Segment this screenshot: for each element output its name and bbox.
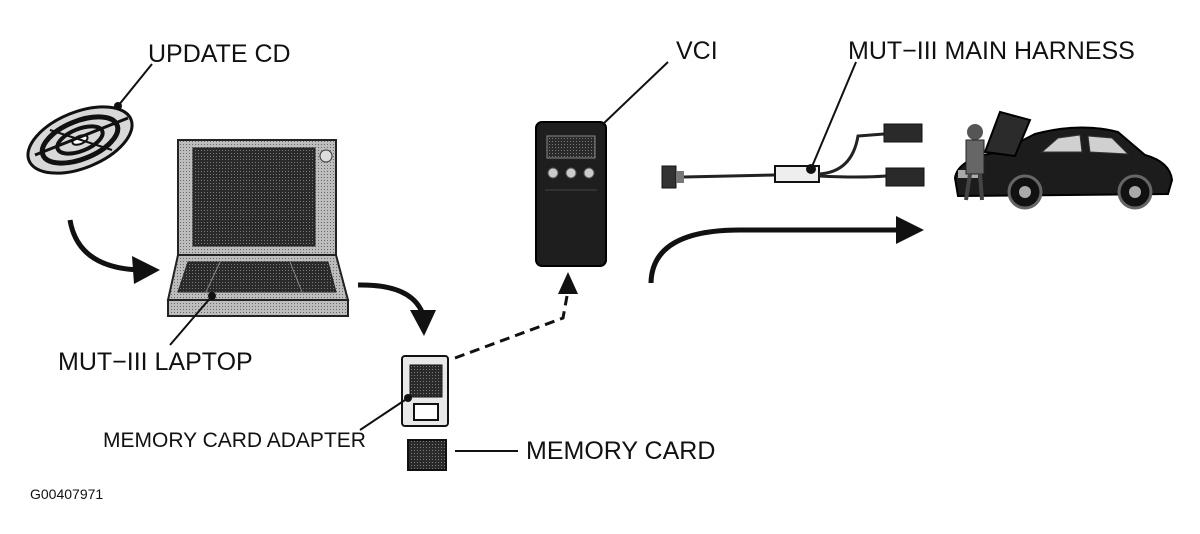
memory-card-icon <box>407 439 447 471</box>
dashed-arrow-adapter-to-vci <box>454 295 569 360</box>
update-cd-leader <box>117 63 153 107</box>
laptop-label: MUT−III LAPTOP <box>58 348 253 376</box>
cd-icon <box>26 102 134 175</box>
update-cd-label: UPDATE CD <box>148 40 291 68</box>
arrow-vci-to-car <box>648 227 905 284</box>
harness-leader <box>810 61 857 170</box>
vci-leader <box>601 61 669 126</box>
memory-card-adapter-icon <box>401 355 449 427</box>
arrowhead-to-car <box>896 216 924 244</box>
adapter-leader <box>359 397 409 431</box>
figure-id: G00407971 <box>30 486 103 502</box>
laptop-leader <box>169 295 213 346</box>
arrow-laptop-to-adapter <box>357 282 425 314</box>
arrowhead-cd-to-laptop <box>132 256 160 284</box>
arrow-cd-to-laptop <box>67 219 141 273</box>
harness-icon <box>661 123 925 189</box>
harness-label: MUT−III MAIN HARNESS <box>848 37 1135 65</box>
vci-icon <box>535 121 607 267</box>
memory-card-adapter-label: MEMORY CARD ADAPTER <box>103 429 366 452</box>
arrowhead-to-vci <box>558 272 578 294</box>
arrowhead-laptop-to-adapter <box>410 310 436 336</box>
memory-card-label: MEMORY CARD <box>526 437 715 465</box>
laptop-icon <box>166 139 350 317</box>
car-icon <box>953 110 1174 210</box>
vci-label: VCI <box>676 37 718 65</box>
